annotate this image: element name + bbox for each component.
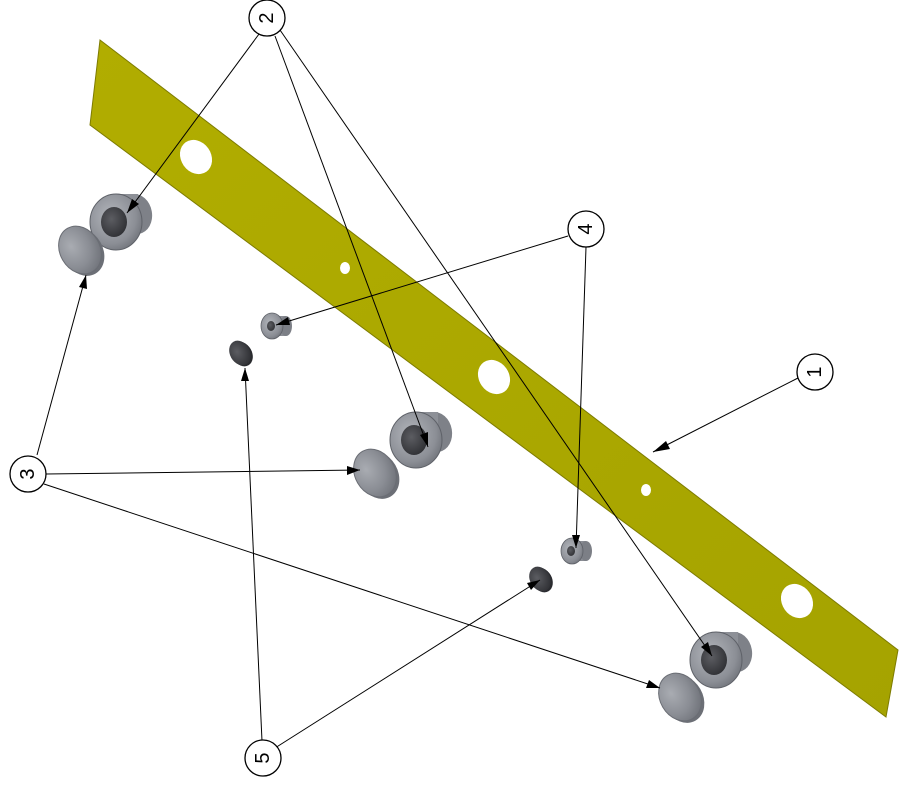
plate-hole <box>340 262 350 274</box>
washer <box>58 225 105 276</box>
balloon-1: 1 <box>796 353 834 391</box>
balloon-3-label: 3 <box>17 468 39 479</box>
small-disc <box>529 566 553 593</box>
plate-part <box>89 39 899 718</box>
washer <box>658 672 705 723</box>
balloon-3: 3 <box>9 455 47 493</box>
leader-lines <box>36 29 799 749</box>
balloon-5: 5 <box>244 739 282 777</box>
plate-hole <box>179 139 213 175</box>
balloon-1-label: 1 <box>804 366 826 377</box>
washer <box>353 448 400 499</box>
balloon-2: 2 <box>248 0 286 37</box>
plate-hole <box>780 583 814 619</box>
small-disc <box>229 340 253 367</box>
balloon-2-label: 2 <box>256 12 278 23</box>
plate-hole <box>641 484 651 496</box>
plate-hole <box>477 359 511 395</box>
balloon-4: 4 <box>567 210 605 248</box>
balloon-5-label: 5 <box>252 752 274 763</box>
balloon-4-label: 4 <box>575 223 597 234</box>
small-insert <box>260 312 292 340</box>
